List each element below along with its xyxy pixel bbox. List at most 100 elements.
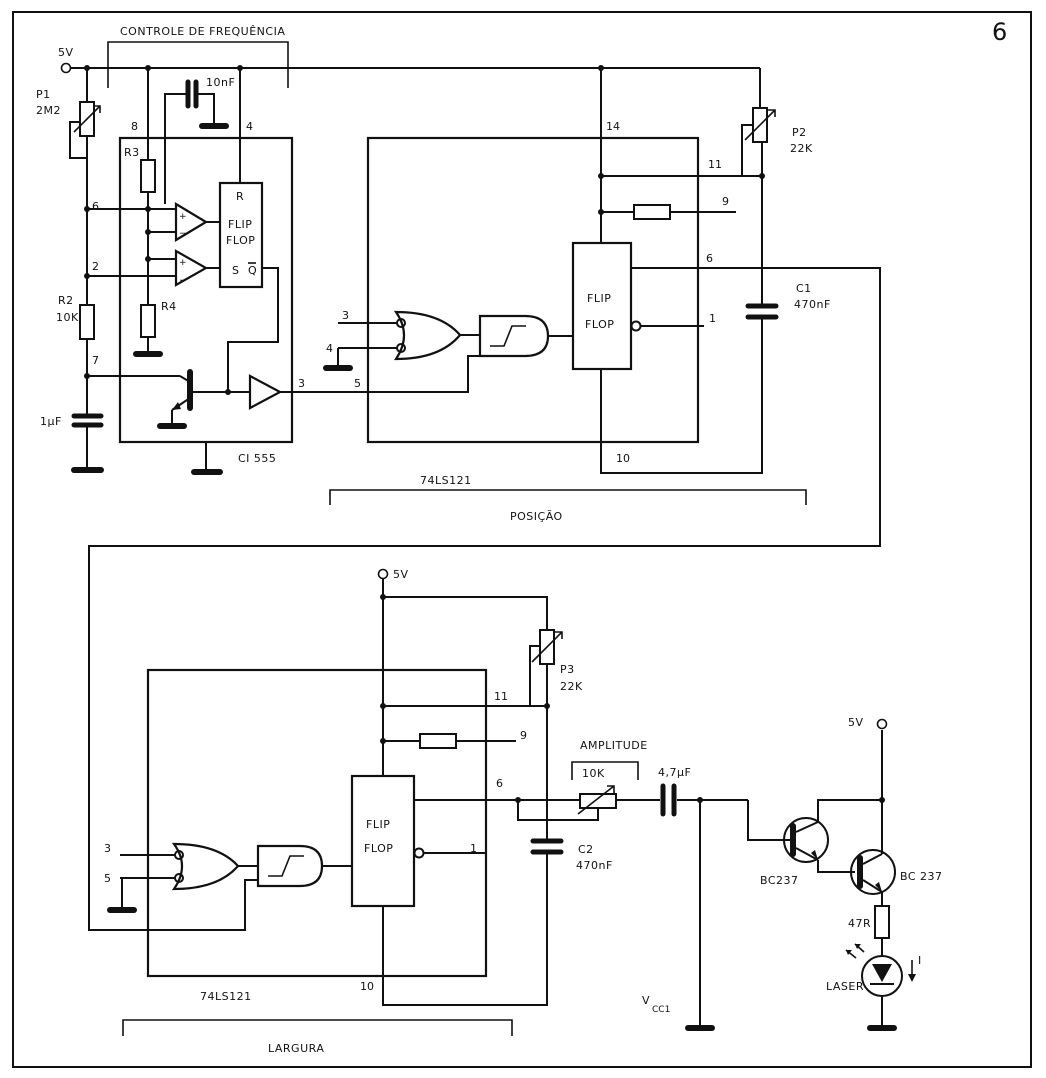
svg-text:6: 6 xyxy=(496,777,503,790)
svg-text:6: 6 xyxy=(706,252,713,265)
svg-text:4: 4 xyxy=(326,342,333,355)
posicao-label: POSIÇÃO xyxy=(510,510,563,523)
svg-text:6: 6 xyxy=(92,200,99,213)
r2-resistor xyxy=(79,304,95,340)
figure-frame xyxy=(12,11,1032,1068)
r2-value: 10K xyxy=(56,311,79,324)
svg-text:10: 10 xyxy=(360,980,374,993)
svg-text:9: 9 xyxy=(722,195,729,208)
ic-74ls121-bottom xyxy=(146,668,488,978)
internal-resistor-bottom xyxy=(419,733,457,749)
amplitude-label: AMPLITUDE xyxy=(580,739,648,752)
vcc-subscript: CC1 xyxy=(652,1005,670,1015)
posicao-bracket xyxy=(329,489,807,505)
svg-text:1: 1 xyxy=(470,842,477,855)
output-buffer xyxy=(248,374,283,410)
c1-name: C1 xyxy=(796,282,812,295)
ic-555-box xyxy=(118,136,294,444)
svg-text:FLIP: FLIP xyxy=(228,218,252,231)
c1-value: 470nF xyxy=(794,298,831,311)
q1-label: BC237 xyxy=(760,874,799,887)
freq-control-bracket xyxy=(107,41,289,88)
ff-74ls121-top xyxy=(571,241,633,371)
schmitt-and-bottom xyxy=(256,844,324,888)
amplitude-pot-value: 10K xyxy=(582,767,605,780)
link-wire xyxy=(88,267,881,931)
r47-resistor xyxy=(874,905,890,939)
ff-74ls121-bottom xyxy=(350,774,416,908)
supply-terminal-5v-bottom xyxy=(377,568,389,580)
largura-label: LARGURA xyxy=(268,1042,324,1055)
svg-text:1: 1 xyxy=(709,312,716,325)
svg-text:FLIP: FLIP xyxy=(366,818,390,831)
c2-name: C2 xyxy=(578,843,594,856)
transistor-q1 xyxy=(783,817,829,863)
svg-text:−: − xyxy=(179,229,187,239)
comparator-upper xyxy=(174,202,209,242)
or-gate-bottom xyxy=(171,842,240,891)
svg-text:FLOP: FLOP xyxy=(585,318,614,331)
svg-text:2: 2 xyxy=(92,260,99,273)
svg-text:−: − xyxy=(179,276,187,286)
p2-name: P2 xyxy=(792,126,807,139)
comparator-lower xyxy=(174,249,209,287)
svg-text:+: + xyxy=(179,212,187,222)
svg-text:11: 11 xyxy=(494,690,508,703)
laser-label: LASER xyxy=(826,980,864,993)
transistor-q2 xyxy=(850,849,896,895)
svg-text:11: 11 xyxy=(708,158,722,171)
bottom-circuit: 5V P3 22K 11 9 74LS121 LARGURA 3 5 xyxy=(104,568,942,1055)
r3-label: R3 xyxy=(124,146,140,159)
p3-value: 22K xyxy=(560,680,583,693)
figure-number: 6 xyxy=(992,18,1007,46)
svg-text:S: S xyxy=(232,264,239,277)
internal-resistor-top xyxy=(633,204,671,220)
svg-text:5V: 5V xyxy=(393,568,409,581)
svg-text:8: 8 xyxy=(131,120,138,133)
ic-555-label: CI 555 xyxy=(238,452,276,465)
top-circuit: 5V CONTROLE DE FREQUÊNCIA P1 2M2 R2 10K … xyxy=(36,25,881,931)
p2-value: 22K xyxy=(790,142,813,155)
cap-10nf-label: 10nF xyxy=(206,76,235,89)
svg-text:3: 3 xyxy=(342,309,349,322)
svg-text:FLOP: FLOP xyxy=(226,234,255,247)
cap-1uf-label: 1μF xyxy=(40,415,62,428)
r3-resistor xyxy=(140,159,156,193)
svg-text:3: 3 xyxy=(298,377,305,390)
svg-text:10: 10 xyxy=(616,452,630,465)
svg-text:9: 9 xyxy=(520,729,527,742)
or-gate-top xyxy=(393,310,462,361)
r47-label: 47R xyxy=(848,917,871,930)
vcc-label: V xyxy=(642,994,650,1007)
freq-control-label: CONTROLE DE FREQUÊNCIA xyxy=(120,25,285,38)
largura-bracket xyxy=(122,1019,513,1036)
cap-4-7uf-label: 4,7μF xyxy=(658,766,691,779)
svg-text:3: 3 xyxy=(104,842,111,855)
r4-label: R4 xyxy=(161,300,177,313)
svg-text:5V: 5V xyxy=(848,716,864,729)
ic-74ls121-top-label: 74LS121 xyxy=(420,474,472,487)
r2-name: R2 xyxy=(58,294,74,307)
p1-value: 2M2 xyxy=(36,104,61,117)
p1-name: P1 xyxy=(36,88,51,101)
svg-text:7: 7 xyxy=(92,354,99,367)
svg-text:FLOP: FLOP xyxy=(364,842,393,855)
c2-value: 470nF xyxy=(576,859,613,872)
amplitude-pot xyxy=(579,793,617,809)
r4-resistor xyxy=(140,304,156,338)
svg-text:+: + xyxy=(179,258,187,268)
ic-74ls121-bottom-label: 74LS121 xyxy=(200,990,252,1003)
current-label: I xyxy=(918,954,922,967)
p3-name: P3 xyxy=(560,663,575,676)
schmitt-and-top xyxy=(478,314,550,358)
ic-74ls121-top xyxy=(366,136,700,444)
svg-text:5: 5 xyxy=(104,872,111,885)
supply-label-5v: 5V xyxy=(58,46,74,59)
svg-text:Q: Q xyxy=(248,264,257,277)
svg-text:5: 5 xyxy=(354,377,361,390)
svg-text:14: 14 xyxy=(606,120,620,133)
supply-terminal-5v xyxy=(60,62,72,74)
svg-text:FLIP: FLIP xyxy=(587,292,611,305)
svg-text:4: 4 xyxy=(246,120,253,133)
